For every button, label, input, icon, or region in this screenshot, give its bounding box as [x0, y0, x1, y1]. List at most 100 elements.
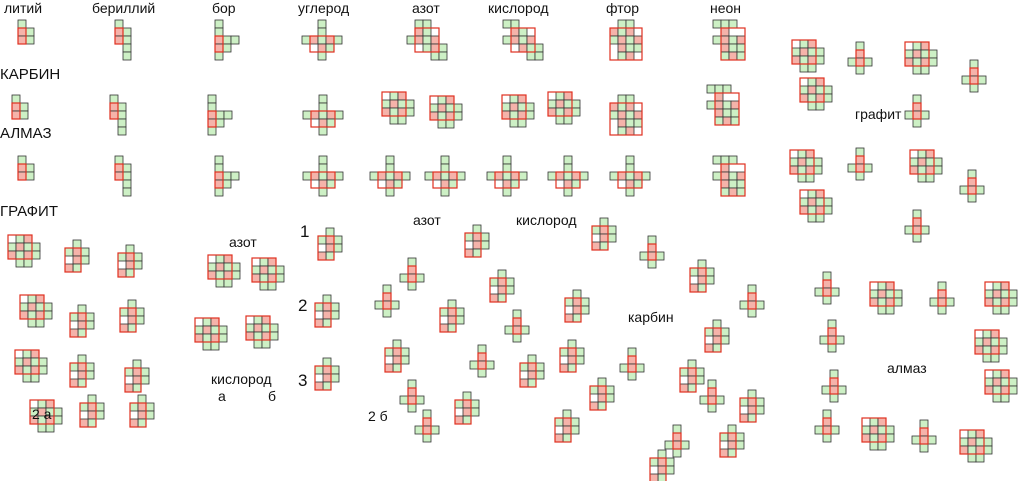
pink-cell: [87, 402, 97, 412]
green-cell: [535, 362, 545, 372]
green-cell: [704, 327, 714, 337]
pink-cell: [310, 110, 320, 120]
green-cell: [464, 232, 474, 242]
pink-cell: [912, 49, 922, 59]
green-cell: [739, 397, 749, 407]
pink-cell: [855, 155, 865, 165]
green-cell: [215, 270, 225, 280]
label-carbon: углерод: [298, 0, 350, 16]
green-cell: [440, 187, 450, 197]
pink-cell: [322, 373, 332, 383]
pink-cell: [510, 171, 520, 181]
pink-cell: [827, 335, 837, 345]
green-cell: [87, 418, 97, 428]
green-cell: [912, 209, 922, 219]
pink-cell: [720, 43, 730, 53]
pink-cell: [990, 345, 1000, 355]
pink-cell: [687, 367, 697, 377]
green-cell: [509, 110, 519, 120]
core-outline: [510, 27, 536, 53]
diamond-cell-6: [821, 369, 847, 403]
green-cell: [720, 155, 730, 165]
green-cell: [807, 101, 817, 111]
green-cell: [422, 35, 432, 45]
pink-cell: [625, 51, 635, 61]
green-cell: [109, 94, 119, 104]
green-cell: [14, 357, 24, 367]
green-cell: [392, 339, 402, 349]
green-cell: [969, 59, 979, 69]
pink-cell: [597, 385, 607, 395]
green-cell: [835, 335, 845, 345]
core-outline: [501, 94, 527, 120]
pink-cell: [397, 107, 407, 117]
green-cell: [1008, 289, 1018, 299]
green-cell: [439, 307, 449, 317]
label-diamond: алмаз: [887, 360, 927, 376]
pink-cell: [472, 240, 482, 250]
green-cell: [137, 394, 147, 404]
pink-cell: [909, 165, 919, 175]
green-cell: [27, 318, 37, 328]
pink-cell: [1000, 385, 1010, 395]
green-cell: [877, 281, 887, 291]
green-cell: [633, 118, 643, 128]
pink-cell: [547, 107, 557, 117]
green-cell: [318, 171, 328, 181]
core-outline: [959, 429, 985, 455]
pink-cell: [77, 362, 87, 372]
core-outline: [679, 367, 697, 393]
green-cell: [830, 425, 840, 435]
diamond-cell-8: [814, 409, 840, 443]
pink-cell: [261, 331, 271, 341]
pink-cell: [599, 225, 609, 235]
pink-cell: [322, 310, 332, 320]
green-cell: [815, 101, 825, 111]
green-cell: [422, 19, 432, 29]
core-outline: [591, 225, 609, 251]
pink-cell: [137, 410, 147, 420]
green-cell: [510, 179, 520, 189]
pink-cell: [137, 402, 147, 412]
green-cell: [261, 323, 271, 333]
green-cell: [502, 171, 512, 181]
core-outline: [109, 102, 119, 120]
pink-cell: [959, 445, 969, 455]
green-cell: [736, 43, 746, 53]
green-cell: [127, 323, 137, 333]
pink-cell: [422, 417, 432, 427]
green-cell: [145, 410, 155, 420]
green-cell: [920, 49, 930, 59]
green-cell: [755, 300, 765, 310]
pink-cell: [649, 473, 659, 481]
green-cell: [384, 347, 394, 357]
pink-cell: [114, 35, 124, 45]
green-cell: [214, 51, 224, 61]
green-cell: [117, 118, 127, 128]
green-cell: [822, 409, 832, 419]
green-cell: [7, 242, 17, 252]
green-cell: [53, 407, 63, 417]
green-cell: [799, 85, 809, 95]
green-cell: [30, 373, 40, 383]
pink-cell: [627, 355, 637, 365]
pink-cell: [992, 377, 1002, 387]
core-outline: [454, 399, 472, 425]
green-cell: [502, 19, 512, 29]
core-outline: [564, 297, 582, 323]
green-cell: [202, 333, 212, 343]
label-nitrogen-mid: азот: [229, 234, 257, 250]
core-outline: [822, 417, 832, 435]
pink-cell: [877, 417, 887, 427]
green-cell: [80, 247, 90, 257]
green-cell: [617, 102, 627, 112]
green-cell: [415, 273, 425, 283]
pink-cell: [937, 289, 947, 299]
green-cell: [567, 363, 577, 373]
green-cell: [735, 432, 745, 442]
lattice-2a-cell-10: [79, 394, 105, 428]
green-cell: [797, 173, 807, 183]
green-cell: [609, 35, 619, 45]
green-cell: [747, 308, 757, 318]
green-cell: [607, 233, 617, 243]
